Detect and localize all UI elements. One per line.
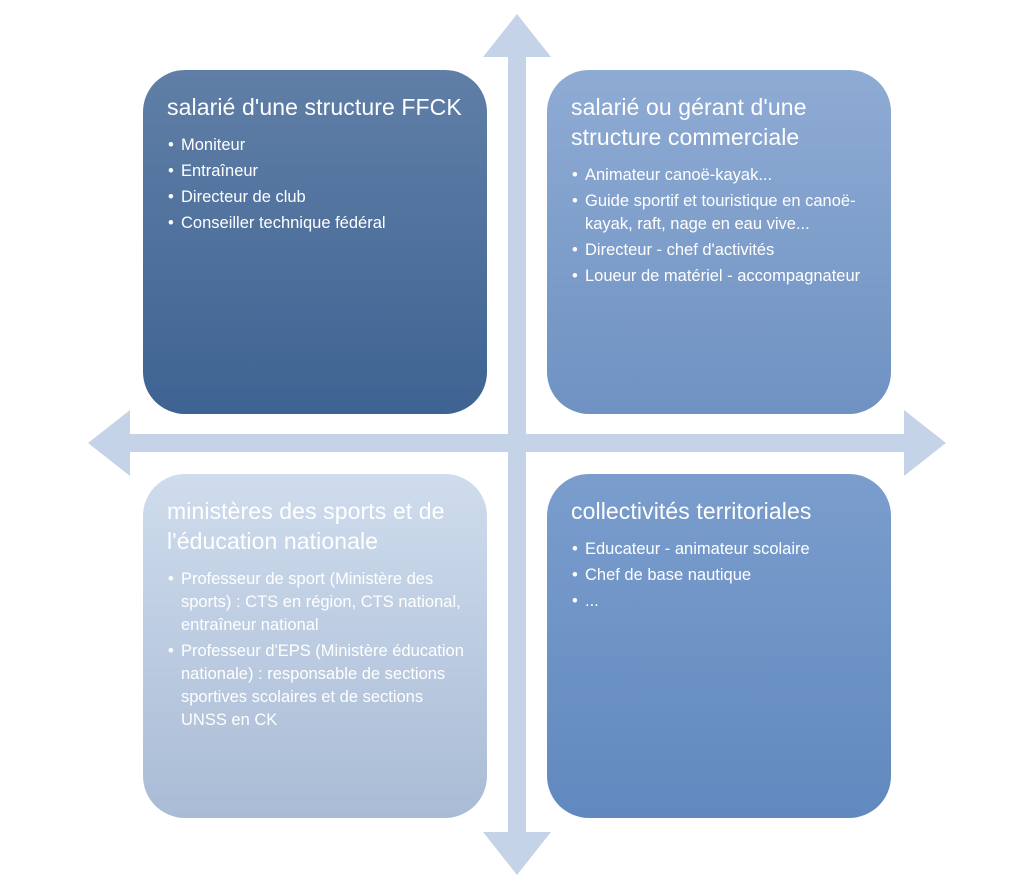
horizontal-double-arrow (88, 410, 946, 476)
quadrant-title: collectivités territoriales (571, 498, 812, 524)
list-item: Entraîneur (167, 160, 469, 183)
list-item: Animateur canoë-kayak... (571, 164, 873, 187)
quadrant-title: salarié d'une structure FFCK (167, 94, 462, 120)
quadrant-list: Educateur - animateur scolaire Chef de b… (571, 538, 873, 613)
quadrant-list: Animateur canoë-kayak... Guide sportif e… (571, 164, 873, 288)
quadrant-list: Professeur de sport (Ministère des sport… (167, 568, 469, 732)
list-item: Directeur - chef d'activités (571, 239, 873, 262)
quadrant-ministries: ministères des sports et de l'éducation … (143, 474, 487, 818)
quadrant-title: salarié ou gérant d'une structure commer… (571, 94, 807, 150)
list-item: Conseiller technique fédéral (167, 212, 469, 235)
list-item: ... (571, 590, 873, 613)
list-item: Educateur - animateur scolaire (571, 538, 873, 561)
list-item: Chef de base nautique (571, 564, 873, 587)
quadrant-title: ministères des sports et de l'éducation … (167, 498, 445, 554)
list-item: Professeur d'EPS (Ministère éducation na… (167, 640, 469, 732)
quadrant-commercial-structure: salarié ou gérant d'une structure commer… (547, 70, 891, 414)
quadrant-list: Moniteur Entraîneur Directeur de club Co… (167, 134, 469, 235)
list-item: Directeur de club (167, 186, 469, 209)
list-item: Professeur de sport (Ministère des sport… (167, 568, 469, 637)
list-item: Guide sportif et touristique en canoë-ka… (571, 190, 873, 236)
quadrant-territorial-collectivities: collectivités territoriales Educateur - … (547, 474, 891, 818)
list-item: Loueur de matériel - accompagnateur (571, 265, 873, 288)
list-item: Moniteur (167, 134, 469, 157)
quadrant-ffck-structure: salarié d'une structure FFCK Moniteur En… (143, 70, 487, 414)
